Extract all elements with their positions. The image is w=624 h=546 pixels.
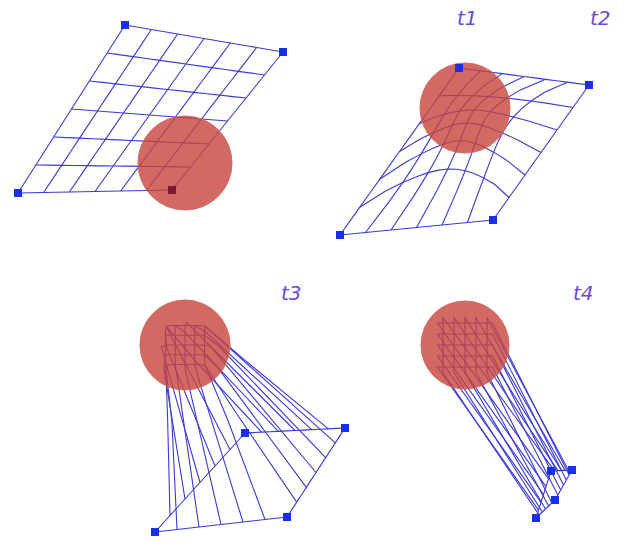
time-step-label: t1 (457, 8, 478, 28)
mesh-line (555, 470, 572, 500)
control-point (551, 496, 559, 504)
mesh-group (18, 25, 589, 532)
handle-group (14, 21, 593, 536)
mesh-line (155, 517, 287, 532)
sphere-obstacle (420, 63, 510, 153)
time-step-label: t2 (590, 8, 611, 28)
control-point (283, 513, 291, 521)
control-point (585, 81, 593, 89)
control-point (14, 189, 22, 197)
control-point (532, 514, 540, 522)
mesh-line (360, 169, 509, 207)
time-step-label: t4 (573, 283, 594, 303)
sphere-obstacle (140, 300, 230, 390)
control-point (455, 64, 463, 72)
control-point (341, 424, 349, 432)
control-point (547, 467, 555, 475)
sphere-obstacle (421, 301, 509, 389)
time-step-label: t3 (281, 283, 302, 303)
control-point (151, 528, 159, 536)
mesh-line (287, 428, 345, 517)
control-point (568, 466, 576, 474)
circle-group (138, 63, 510, 390)
control-point (241, 429, 249, 437)
control-point (489, 216, 497, 224)
control-point (168, 186, 176, 194)
sphere-obstacle (138, 116, 232, 210)
control-point (336, 231, 344, 239)
control-point (279, 48, 287, 56)
mesh-line (340, 220, 493, 235)
control-point (121, 21, 129, 29)
